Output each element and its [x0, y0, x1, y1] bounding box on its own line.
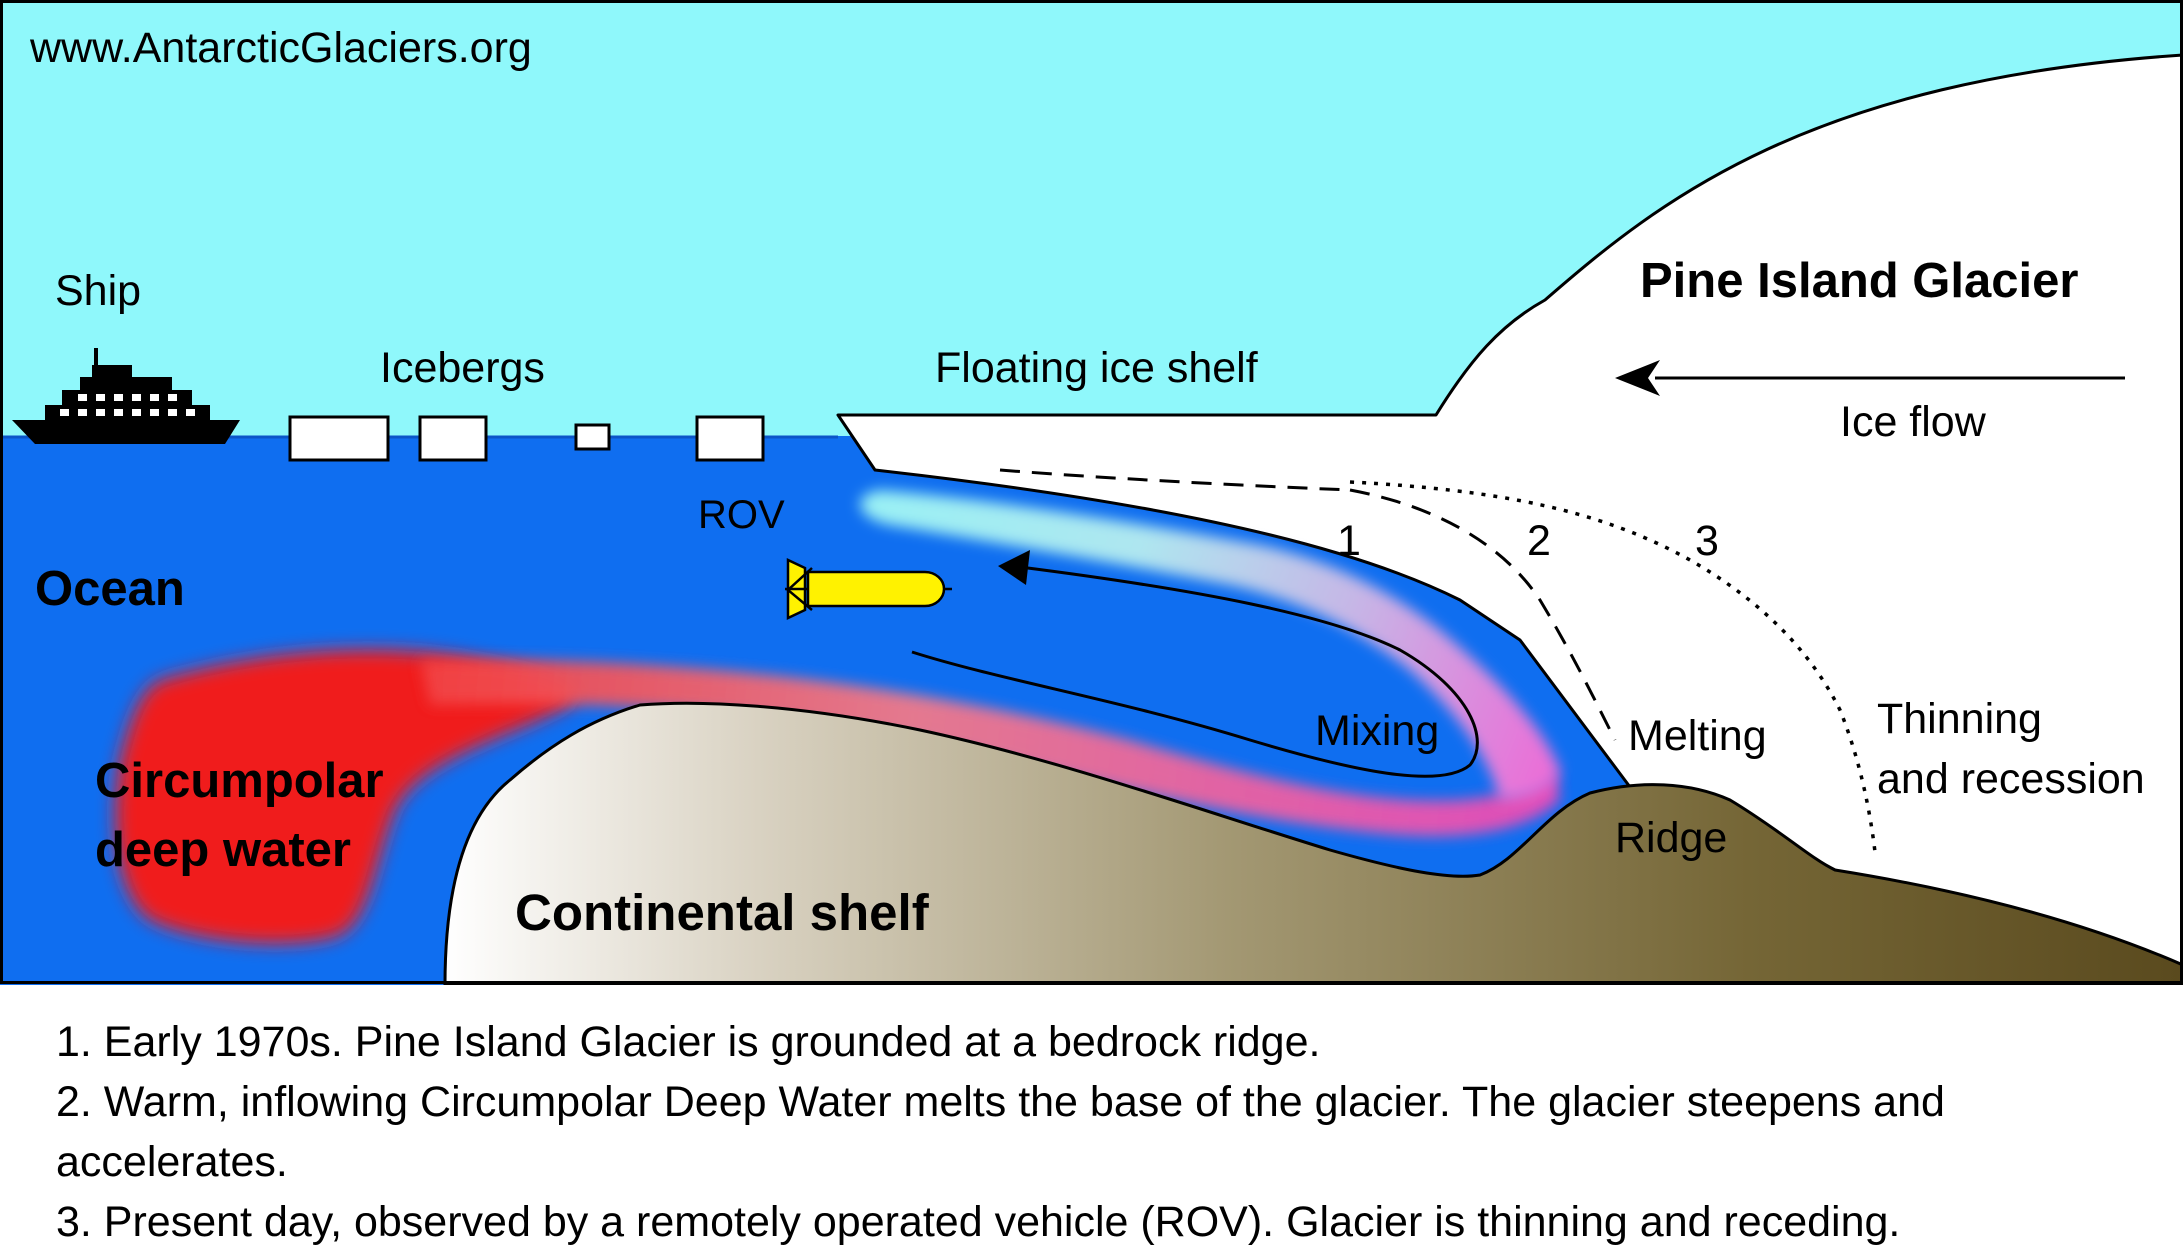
- ship-icon: [12, 348, 240, 444]
- rov-label: ROV: [698, 493, 785, 537]
- watermark-text: www.AntarcticGlaciers.org: [29, 24, 532, 72]
- thinning-label-line1: Thinning: [1877, 695, 2042, 743]
- rov-icon: [785, 558, 952, 620]
- ship-label: Ship: [55, 267, 141, 315]
- melting-label: Melting: [1628, 712, 1767, 760]
- caption-item-3: 3. Present day, observed by a remotely o…: [56, 1198, 1901, 1246]
- glacier-and-ice-shelf: [836, 53, 2183, 985]
- grounding-marker-3: 3: [1695, 517, 1719, 565]
- iceberg: [288, 415, 390, 462]
- iceberg: [418, 415, 488, 462]
- thinning-label-line2: and recession: [1877, 755, 2145, 803]
- grounding-line-1: [999, 468, 1351, 492]
- circumpolar-deep-water: [115, 649, 576, 944]
- icebergs-label: Icebergs: [380, 344, 545, 392]
- mixing-label: Mixing: [1315, 707, 1439, 755]
- caption-item-1: 1. Early 1970s. Pine Island Glacier is g…: [56, 1018, 1321, 1066]
- continental-shelf: [443, 701, 2183, 985]
- ridge-label: Ridge: [1615, 814, 1727, 862]
- grounding-line-3: [1349, 480, 1877, 853]
- caption-list: 1. Early 1970s. Pine Island Glacier is g…: [56, 1012, 2136, 1252]
- glacier-cross-section-diagram: www.AntarcticGlaciers.org Ship Icebergs …: [0, 0, 2183, 985]
- left-arrow-icon: [1615, 360, 2125, 396]
- iceberg: [695, 415, 765, 462]
- curved-arrow-icon: [911, 550, 1479, 778]
- ice-flow-label: Ice flow: [1840, 398, 1987, 446]
- meltwater-plume: [860, 490, 1560, 800]
- floating-ice-shelf-label: Floating ice shelf: [935, 344, 1259, 392]
- caption-item-2: 2. Warm, inflowing Circumpolar Deep Wate…: [56, 1078, 1945, 1186]
- ocean-label: Ocean: [35, 562, 185, 616]
- grounding-line-2: [1349, 488, 1617, 741]
- circumpolar-label-line2: deep water: [95, 823, 351, 877]
- iceberg: [574, 423, 611, 451]
- pine-island-glacier-label: Pine Island Glacier: [1640, 254, 2078, 308]
- icebergs: [288, 415, 765, 462]
- diagram-frame: [0, 0, 2183, 984]
- circumpolar-label-line1: Circumpolar: [95, 754, 384, 808]
- continental-shelf-label: Continental shelf: [515, 884, 930, 941]
- grounding-marker-1: 1: [1337, 517, 1361, 565]
- grounding-marker-2: 2: [1527, 517, 1551, 565]
